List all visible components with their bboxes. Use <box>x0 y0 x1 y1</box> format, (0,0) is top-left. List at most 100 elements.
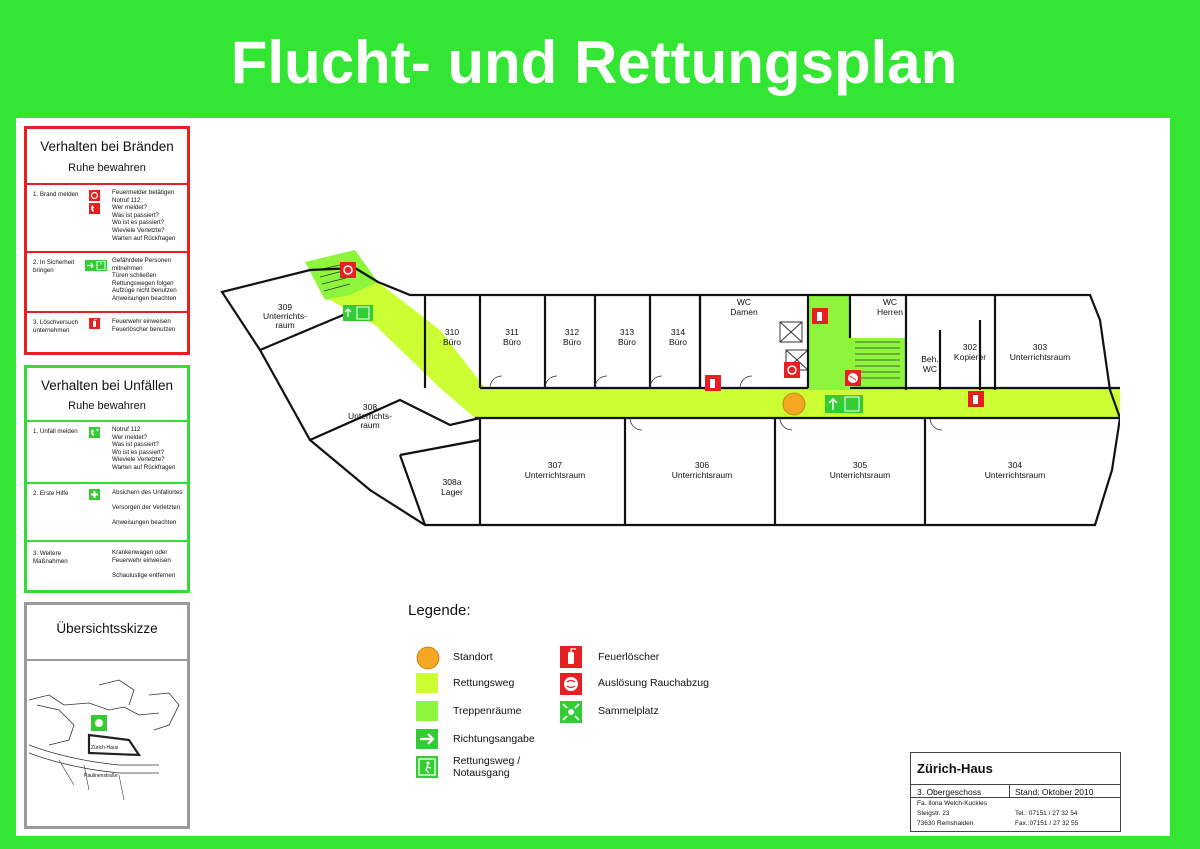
phone-icon <box>89 203 100 214</box>
step-text: Schaulustige entfernen <box>112 571 176 579</box>
fire-step-2: 2. In Sicherheit bringen Gefährdete Pers… <box>27 253 187 313</box>
room-314-name: Büro <box>669 337 687 347</box>
overview-panel: Übersichtsskizze Zürich-Haus Paulinenstr… <box>24 602 190 829</box>
plan-fire-alarm-icon <box>784 362 800 378</box>
plan-extinguisher-icon <box>812 308 828 324</box>
assembly-point-icon <box>560 701 582 723</box>
step-text: Gefährdete Personen <box>112 257 172 264</box>
plan-smoke-vent-icon <box>845 370 861 386</box>
standort-marker <box>782 392 806 416</box>
step-text: Notruf 112 <box>112 196 141 204</box>
beh-wc-label: Beh. <box>921 354 939 364</box>
room-305-name: Unterrichtsraum <box>830 470 890 480</box>
wc-herren-label: WC <box>883 297 897 307</box>
fire-step-3: 3. Löschversuch unternehmen Feuerwehr ei… <box>27 313 187 355</box>
standort-icon <box>416 646 440 670</box>
fire-panel-subtitle: Ruhe bewahren <box>68 162 146 174</box>
step-text: Feuerlöscher benutzen <box>112 325 176 333</box>
fire-alarm-icon <box>89 190 100 201</box>
legend-label: Treppenräume <box>453 705 522 717</box>
legend-heading: Legende: <box>408 602 471 619</box>
step-text: Wo ist es passiert? <box>112 219 165 227</box>
room-305-number: 305 <box>853 460 867 470</box>
legend-label: Notausgang <box>453 767 510 779</box>
room-313-name: Büro <box>618 337 636 347</box>
legend-label: Richtungsangabe <box>453 733 535 745</box>
accident-behavior-panel: Verhalten bei Unfällen Ruhe bewahren 1. … <box>24 365 190 593</box>
room-310-name: Büro <box>443 337 461 347</box>
overview-header: Übersichtsskizze <box>27 605 187 661</box>
plan-exit-sign-icon <box>825 395 863 413</box>
step-text: Absichern des Unfallortes <box>112 489 183 496</box>
step-text: mitnehmen <box>112 264 143 272</box>
legend-label: Sammelplatz <box>598 705 659 717</box>
step-text: Wer meldet? <box>112 204 147 212</box>
room-308-name-2: raum <box>360 420 379 430</box>
room-310-number: 310 <box>445 327 459 337</box>
step-text: Feuerwehr einweisen <box>112 318 171 325</box>
smoke-vent-icon <box>560 673 582 695</box>
legend-label: Auslösung Rauchabzug <box>598 677 709 689</box>
room-311-name: Büro <box>503 337 521 347</box>
accident-step-2: 2. Erste Hilfe Absichern des Unfallortes… <box>27 484 187 542</box>
step-label: 1. Brand melden <box>33 191 79 198</box>
room-309-name: Unterrichts- <box>263 311 307 321</box>
room-313-number: 313 <box>620 327 634 337</box>
room-304-name: Unterrichtsraum <box>985 470 1045 480</box>
title-block-date: Stand: Oktober 2010 <box>1015 787 1094 797</box>
step-label: unternehmen <box>33 326 70 334</box>
title-block-building: Zürich-Haus <box>917 761 993 776</box>
fire-extinguisher-icon <box>89 318 100 329</box>
legend-label: Feuerlöscher <box>598 651 660 663</box>
step-text: Warten auf Rückfragen <box>112 463 176 471</box>
room-307-number: 307 <box>548 460 562 470</box>
room-307-name: Unterrichtsraum <box>525 470 585 480</box>
beh-wc-name: WC <box>923 364 937 374</box>
treppenraum-swatch <box>416 701 438 721</box>
step-label: bringen <box>33 266 54 274</box>
overview-building-label: Zürich-Haus <box>91 745 119 751</box>
wc-damen-label: WC <box>737 297 751 307</box>
fire-panel-title: Verhalten bei Bränden <box>40 139 174 154</box>
step-text: Wieviele Verletzte? <box>112 226 165 234</box>
step-text: Was ist passiert? <box>112 441 159 449</box>
room-309-number: 309 <box>278 302 292 312</box>
step-label: 1. Unfall melden <box>33 428 78 435</box>
room-306-number: 306 <box>695 460 709 470</box>
room-304-number: 304 <box>1008 460 1022 470</box>
step-label: 3. Löschversuch <box>33 319 79 326</box>
plan-extinguisher-icon <box>705 375 721 391</box>
step-text: Aufzüge nicht benutzen <box>112 287 177 295</box>
rettungsweg-swatch <box>416 673 438 693</box>
title-block-tel: Tel.: 07151 / 27 32 54 <box>1015 810 1078 817</box>
step-label: Maßnahmen <box>33 557 68 565</box>
step-label: 2. In Sicherheit <box>33 259 75 266</box>
step-text: Wo ist es passiert? <box>112 448 165 456</box>
room-308-number: 308 <box>363 402 377 412</box>
room-309-name-2: raum <box>275 320 294 330</box>
step-text: Feuermelder betätigen <box>112 189 175 196</box>
fire-behavior-panel: Verhalten bei Bränden Ruhe bewahren 1. B… <box>24 126 190 355</box>
title-block-company: Fa. Ilona Welch-Kuckles <box>917 800 987 807</box>
step-text: Krankenwagen oder <box>112 549 168 556</box>
title-block-city: 73630 Remshalden <box>917 820 974 827</box>
building-walls <box>220 266 1120 527</box>
step-text: Notruf 112 <box>112 426 141 433</box>
step-text: Wer meldet? <box>112 433 147 441</box>
step-label: 2. Erste Hilfe <box>33 490 69 497</box>
emergency-phone-icon <box>89 427 100 438</box>
title-block: Zürich-Haus 3. Obergeschoss Stand: Oktob… <box>910 752 1121 832</box>
